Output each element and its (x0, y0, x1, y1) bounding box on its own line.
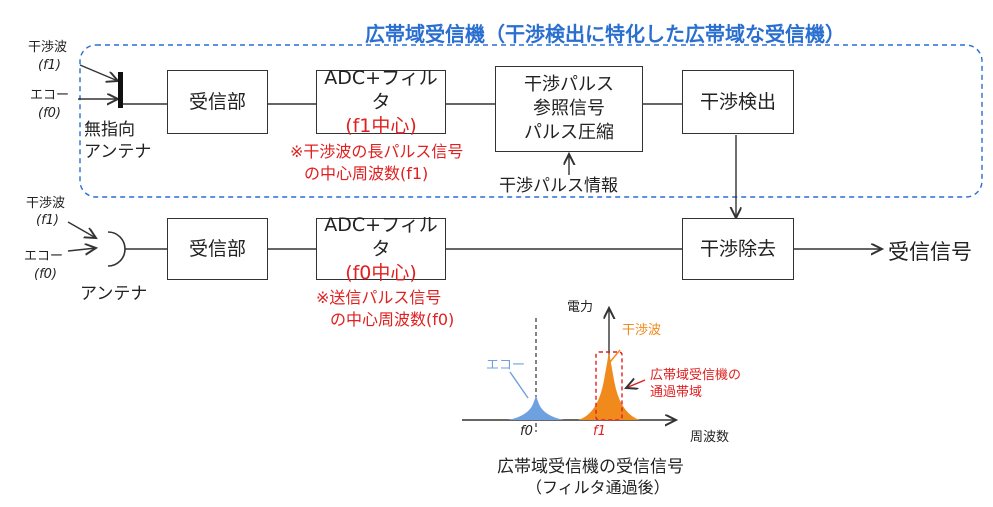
interference-freq-bottom: (f1) (36, 213, 59, 228)
interference-label-top: 干渉波 (28, 40, 68, 55)
adc-filter-box-bottom: ADC+フィルタ (f0中心) (316, 214, 446, 284)
receiver-box-top: 受信部 (167, 70, 268, 134)
adc-center-label-top: (f1中心) (345, 115, 417, 137)
spectrum-graph (462, 308, 676, 432)
antenna-label-bottom: アンテナ (80, 284, 148, 304)
interference-pointer (609, 349, 621, 363)
omni-antenna-label-2: アンテナ (84, 142, 152, 162)
passband-box (595, 351, 623, 421)
adc-filter-box-top: ADC+フィルタ (f1中心) (316, 67, 446, 137)
echo-arrow-bottom (67, 248, 96, 251)
f0-tick-label: f0 (520, 424, 533, 439)
interference-removal-label: 干渉除去 (699, 238, 776, 260)
receiver-box-bottom: 受信部 (167, 218, 268, 280)
frequency-axis-label: 周波数 (690, 430, 730, 445)
omni-antenna-label-1: 無指向 (84, 120, 135, 140)
interference-detect-box: 干渉検出 (682, 70, 794, 134)
passband-label-1: 広帯域受信機の (650, 368, 742, 383)
adc-filter-label-bottom: ADC+フィルタ (324, 214, 438, 260)
echo-freq-bottom: (f0) (34, 267, 57, 282)
dish-antenna-icon (107, 231, 126, 267)
echo-label-bottom: エコー (24, 249, 64, 264)
echo-peak (508, 396, 564, 420)
interference-peak (578, 352, 640, 420)
pulse-ref-line-2: 参照信号 (533, 98, 605, 119)
output-signal-label: 受信信号 (888, 240, 972, 264)
note-top-line-1: ※干渉波の長パルス信号 (290, 142, 464, 161)
interference-arrow-bottom (67, 221, 96, 238)
pulse-ref-line-3: パルス圧縮 (524, 122, 614, 143)
note-top-line-2: の中心周波数(f1) (304, 164, 429, 183)
omni-antenna-icon (118, 72, 123, 108)
receiver-label-top: 受信部 (188, 91, 246, 113)
adc-center-label-bottom: (f0中心) (345, 262, 417, 284)
interference-detect-label: 干渉検出 (699, 91, 776, 113)
interference-spectrum-label: 干渉波 (622, 323, 662, 338)
note-bottom-line-1: ※送信パルス信号 (316, 288, 442, 307)
passband-arrow (626, 380, 646, 388)
note-bottom-line-2: の中心周波数(f0) (330, 310, 455, 329)
pulse-compression-box: 干渉パルス 参照信号 パルス圧縮 (495, 66, 643, 152)
pulse-ref-line-1: 干渉パルス (524, 74, 614, 95)
echo-pointer (509, 371, 529, 399)
interference-arrow-top (79, 64, 118, 81)
receiver-label-bottom: 受信部 (188, 238, 246, 260)
echo-label-top: エコー (30, 88, 70, 103)
adc-filter-label-top: ADC+フィルタ (324, 67, 438, 113)
pulse-info-label: 干渉パルス情報 (499, 176, 618, 196)
spectrum-caption-2: （フィルタ通過後） (526, 478, 670, 497)
interference-label-bottom: 干渉波 (26, 196, 66, 211)
interference-removal-box: 干渉除去 (682, 218, 794, 280)
f1-tick-label: f1 (593, 424, 606, 439)
echo-freq-top: (f0) (38, 106, 61, 121)
passband-label-2: 通過帯域 (650, 385, 703, 400)
echo-spectrum-label: エコー (486, 358, 526, 373)
power-axis-label: 電力 (567, 300, 594, 315)
diagram-title: 広帯域受信機（干渉検出に特化した広帯域な受信機） (365, 22, 845, 46)
spectrum-caption-1: 広帯域受信機の受信信号 (497, 457, 684, 477)
wideband-region (79, 44, 983, 198)
interference-freq-top: (f1) (38, 58, 61, 73)
